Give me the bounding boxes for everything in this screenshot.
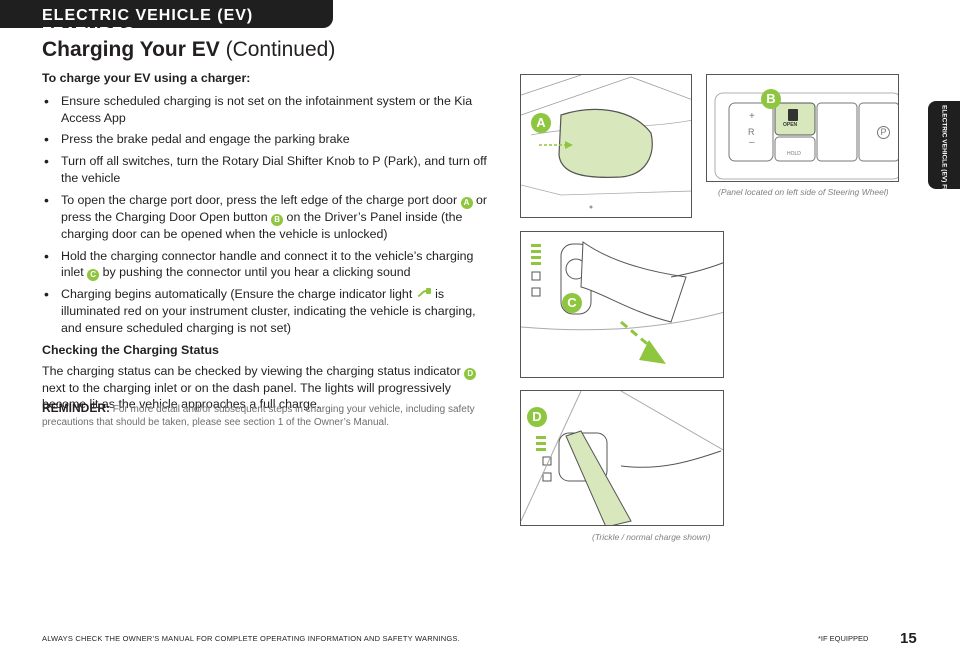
charge-indicator-icon (417, 288, 431, 298)
instructions-list: Ensure scheduled charging is not set on … (42, 93, 497, 337)
callout-d: D (527, 407, 547, 427)
hold-label: HOLD (787, 151, 801, 157)
status-paragraph: The charging status can be checked by vi… (42, 363, 497, 414)
charging-connector-illustration (521, 241, 723, 364)
charge-door-open-label: OPEN (783, 122, 798, 128)
list-item-text: is illuminated red on your instrument cl… (61, 287, 476, 335)
instructions-lead: To charge your EV using a charger: (42, 71, 251, 85)
instructions: To charge your EV using a charger: Ensur… (42, 70, 497, 413)
page-title-suffix: (Continued) (225, 38, 336, 61)
page-title: Charging Your EV (Continued) (42, 38, 335, 62)
list-item-text: Turn off all switches, turn the Rotary D… (61, 154, 487, 185)
list-item: Turn off all switches, turn the Rotary D… (42, 153, 497, 187)
list-item-text: by pushing the connector until you hear … (102, 265, 411, 280)
figure-charging-connector: C (520, 231, 724, 378)
reminder-label: REMINDER: (42, 401, 110, 415)
list-item-text: Press the brake pedal and engage the par… (61, 132, 350, 147)
section-banner: ELECTRIC VEHICLE (EV) FEATURES (0, 0, 333, 42)
figure-caption: (Trickle / normal charge shown) (592, 532, 711, 542)
list-item: Hold the charging connector handle and c… (42, 248, 497, 282)
panel-plus-label: + (749, 111, 755, 122)
charge-port-door-illustration (521, 75, 691, 209)
callout-a-inline: A (460, 196, 473, 209)
figure-charging-status: D (520, 390, 724, 526)
figure-drivers-panel: + R – OPEN HOLD P B (706, 74, 899, 182)
section-heading: Checking the Charging Status (42, 342, 219, 357)
reminder-note: REMINDER: For more detail and/or subsequ… (42, 402, 497, 429)
callout-d-inline: D (464, 367, 477, 380)
callout-b: B (761, 89, 781, 109)
side-tab-label: ELECTRIC VEHICLE (EV) FEATURES (940, 105, 948, 219)
list-item-text: Charging begins automatically (Ensure th… (61, 287, 413, 302)
list-item-text: Hold the charging connector handle and c… (61, 248, 474, 280)
footer-if-equipped: *IF EQUIPPED (818, 634, 869, 643)
side-tab[interactable]: ELECTRIC VEHICLE (EV) FEATURES (928, 101, 960, 219)
list-item: Ensure scheduled charging is not set on … (42, 93, 497, 127)
page-title-main: Charging Your EV (42, 38, 220, 61)
panel-minus-label: – (749, 137, 755, 148)
status-text: next to the charging inlet or on the das… (42, 380, 451, 412)
panel-caption: (Panel located on left side of Steering … (718, 187, 889, 197)
list-item: Charging begins automatically (Ensure th… (42, 286, 497, 336)
list-item: Press the brake pedal and engage the par… (42, 131, 497, 148)
figure-charge-port-door: A (520, 74, 692, 218)
park-label: P (877, 126, 890, 139)
drivers-panel-illustration (714, 92, 898, 180)
callout-c: C (562, 293, 582, 313)
status-indicator (531, 244, 541, 265)
list-item-text: or press the Charging Door Open button (61, 192, 488, 224)
status-text: The charging status can be checked by vi… (42, 363, 461, 378)
footer-warning: ALWAYS CHECK THE OWNER’S MANUAL FOR COMP… (42, 634, 460, 643)
panel-r-label: R (748, 127, 755, 137)
list-item-text: To open the charge port door, press the … (61, 192, 458, 207)
charging-status-illustration (521, 391, 723, 525)
list-item: To open the charge port door, press the … (42, 192, 497, 243)
callout-c-inline: C (87, 269, 100, 282)
callout-b-inline: B (271, 213, 284, 226)
list-item-text: Ensure scheduled charging is not set on … (61, 93, 473, 125)
list-item-text: on the Driver’s Panel inside (the chargi… (61, 209, 463, 241)
callout-a: A (531, 113, 551, 133)
page-number: 15 (900, 630, 917, 647)
reminder-text: For more detail and/or subsequent steps … (42, 404, 475, 428)
